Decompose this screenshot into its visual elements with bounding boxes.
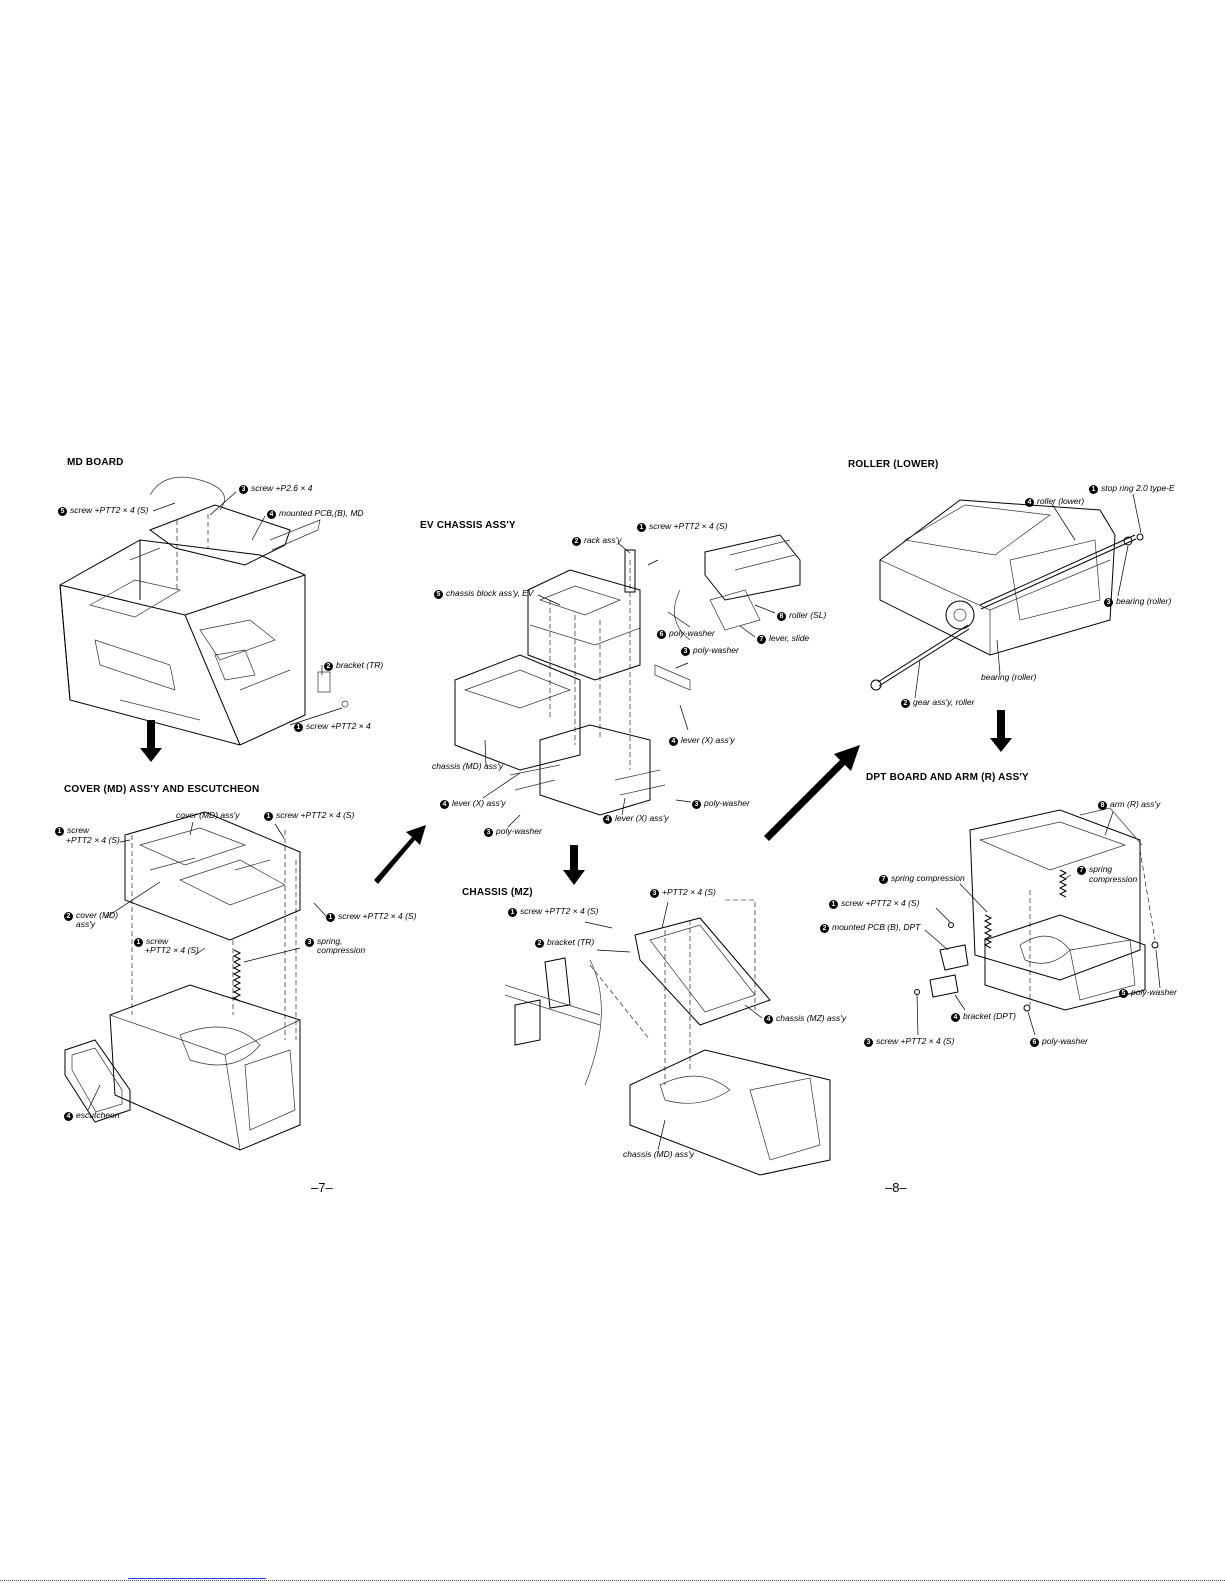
- page-number-left: –7–: [311, 1180, 333, 1195]
- md-board-title: MD BOARD: [67, 457, 124, 468]
- callout: cover (MD) ass'y: [176, 810, 240, 820]
- footer-divider: [0, 1580, 1225, 1581]
- callout: bearing (roller): [981, 672, 1037, 682]
- callout: +PTT2 × 4 (S): [145, 945, 199, 955]
- callout: 3+PTT2 × 4 (S): [650, 887, 716, 898]
- roller-lower-drawing: [870, 493, 1144, 752]
- dpt-board-drawing: [914, 807, 1161, 1036]
- page-number-right: –8–: [885, 1180, 907, 1195]
- footer-link-underline[interactable]: [128, 1578, 266, 1579]
- ev-chassis-drawing: [454, 534, 801, 885]
- callout: +PTT2 × 4 (S): [66, 835, 120, 845]
- callout: chassis (MD) ass'y: [432, 761, 504, 771]
- cover-drawing: [64, 811, 426, 1151]
- cover-title: COVER (MD) ASS'Y AND ESCUTCHEON: [64, 784, 260, 795]
- ev-chassis-title: EV CHASSIS ASS'Y: [420, 520, 516, 531]
- chassis-mz-drawing: [504, 745, 860, 1176]
- roller-lower-title: ROLLER (LOWER): [848, 459, 939, 470]
- callout: chassis (MD) ass'y: [623, 1149, 695, 1159]
- dpt-board-title: DPT BOARD AND ARM (R) ASS'Y: [866, 772, 1029, 783]
- callout: ass'y: [76, 919, 96, 929]
- chassis-mz-title: CHASSIS (MZ): [462, 887, 533, 898]
- md-board-drawing: [59, 476, 349, 762]
- callout: compression: [1089, 874, 1138, 884]
- callout: compression: [317, 945, 366, 955]
